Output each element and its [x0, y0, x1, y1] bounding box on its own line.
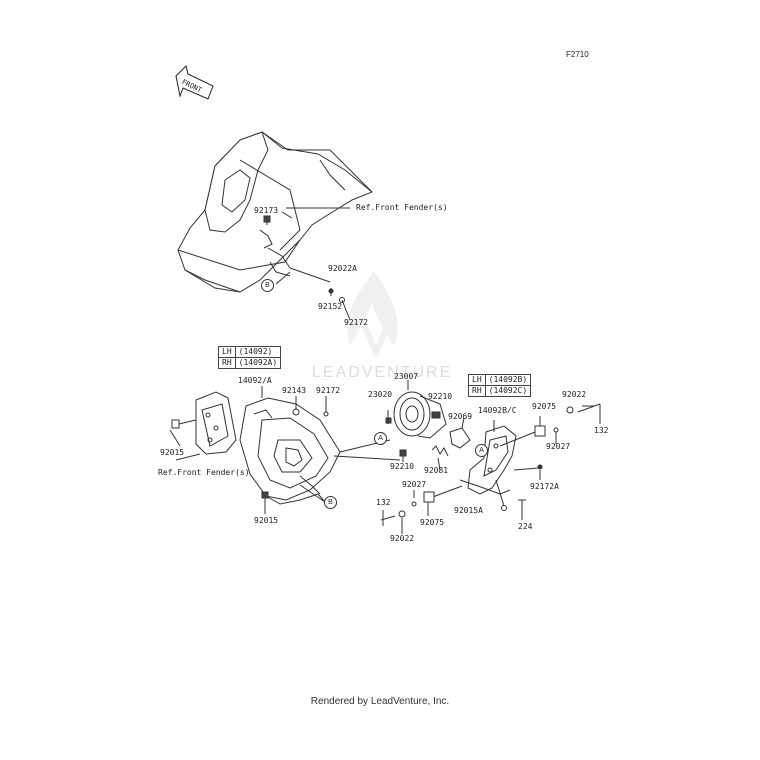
part-label-92081[interactable]: 92081: [424, 466, 449, 475]
table-cell-part: (14092A): [234, 357, 282, 369]
table-cell-part: (14092B): [484, 374, 532, 386]
part-label-92075-top[interactable]: 92075: [532, 402, 557, 411]
mounting-bracket-left: [169, 391, 237, 461]
table-cell-side: RH: [468, 385, 486, 397]
part-label-92143[interactable]: 92143: [282, 386, 307, 395]
part-label-92075-bottom[interactable]: 92075: [420, 518, 445, 527]
part-label-92015-left[interactable]: 92015: [160, 448, 185, 457]
part-label-92172-mid[interactable]: 92172: [316, 386, 341, 395]
part-label-23020[interactable]: 23020: [368, 390, 393, 399]
part-label-92022a[interactable]: 92022A: [328, 264, 357, 273]
part-label-92210-top[interactable]: 92210: [428, 392, 453, 401]
table-row: RH (14092C): [468, 385, 532, 397]
watermark-text: LEADVENTURE: [312, 364, 453, 381]
variant-table-right: LH (14092B) RH (14092C): [468, 374, 532, 397]
part-label-92015a[interactable]: 92015A: [454, 506, 483, 515]
table-row: LH (14092B): [468, 374, 532, 386]
headlight-housing-left: [239, 386, 401, 514]
table-cell-side: RH: [218, 357, 236, 369]
front-fender-top-drawing: [177, 131, 373, 321]
part-label-92027-bottom[interactable]: 92027: [402, 480, 427, 489]
part-label-92022-top[interactable]: 92022: [562, 390, 587, 399]
table-cell-side: LH: [468, 374, 486, 386]
table-cell-side: LH: [218, 346, 236, 358]
bolt-stack-bottom: [380, 490, 435, 534]
part-label-92069[interactable]: 92069: [448, 412, 473, 421]
ref-front-fender-left: Ref.Front Fender(s): [158, 468, 250, 477]
table-row: RH (14092A): [218, 357, 282, 369]
ref-front-fender-top: Ref.Front Fender(s): [356, 203, 448, 212]
part-label-132-right[interactable]: 132: [594, 426, 609, 435]
callout-a-left: A: [374, 432, 387, 445]
part-label-92173[interactable]: 92173: [254, 206, 279, 215]
variant-table-left: LH (14092) RH (14092A): [218, 346, 282, 369]
callout-a-right: A: [475, 444, 488, 457]
part-label-92172-top[interactable]: 92172: [344, 318, 369, 327]
part-label-14092-a[interactable]: 14092/A: [238, 376, 272, 385]
part-label-92210-bottom[interactable]: 92210: [390, 462, 415, 471]
part-label-92152[interactable]: 92152: [318, 302, 343, 311]
part-label-132-left[interactable]: 132: [376, 498, 391, 507]
part-label-92022-bottom[interactable]: 92022: [390, 534, 415, 543]
callout-b-left: B: [324, 496, 337, 509]
part-label-14092b-c[interactable]: 14092B/C: [478, 406, 517, 415]
callout-b-top: B: [261, 279, 274, 292]
mounting-bracket-right: [429, 420, 543, 511]
table-cell-part: (14092): [234, 346, 282, 358]
diagram-code: F2710: [566, 50, 589, 59]
part-label-92027-right[interactable]: 92027: [546, 442, 571, 451]
part-label-92172a[interactable]: 92172A: [530, 482, 559, 491]
part-label-23007[interactable]: 23007: [394, 372, 419, 381]
table-row: LH (14092): [218, 346, 282, 358]
footer-credit: Rendered by LeadVenture, Inc.: [310, 696, 450, 707]
table-cell-part: (14092C): [484, 385, 532, 397]
headlight-unit: [385, 380, 471, 471]
watermark-logo-icon: [347, 272, 398, 360]
bolt-stack-right: [518, 403, 601, 520]
part-label-224[interactable]: 224: [518, 522, 533, 531]
part-label-92015-bottom[interactable]: 92015: [254, 516, 279, 525]
front-arrow-icon: [175, 65, 214, 100]
